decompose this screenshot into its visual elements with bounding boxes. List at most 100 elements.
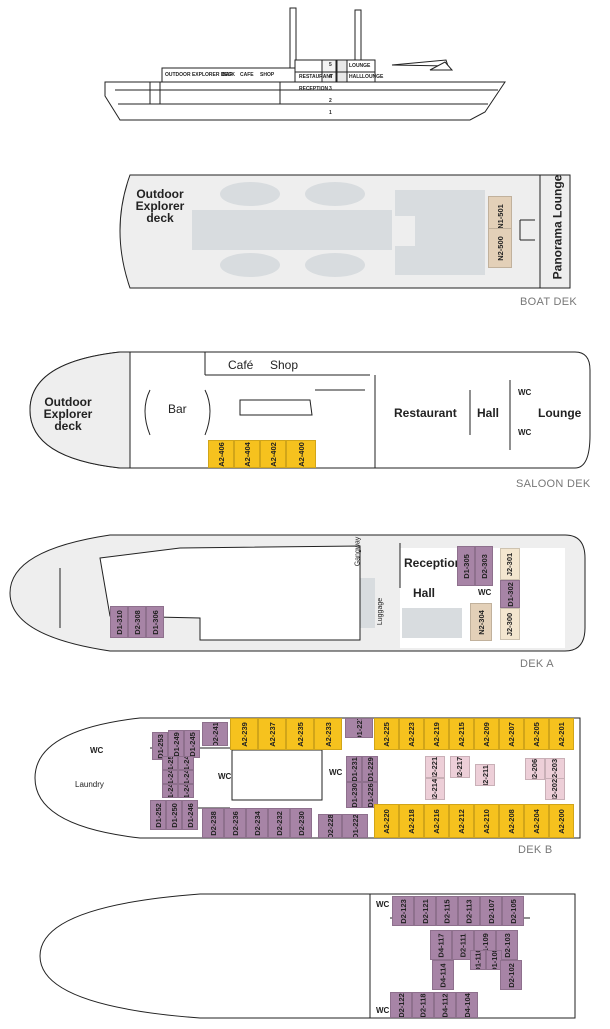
cabin-d1-226[interactable]: D1-226 (362, 782, 378, 808)
cabin-a2-215[interactable]: A2-215 (449, 718, 474, 750)
cabin-d2-118[interactable]: D2-118 (412, 992, 434, 1018)
cabin-d1-302[interactable]: D1-302 (500, 580, 520, 608)
cabin-a2-210[interactable]: A2-210 (474, 804, 499, 838)
cabin-a2-402[interactable]: A2-402 (260, 440, 286, 468)
cabin-a2-400[interactable]: A2-400 (286, 440, 316, 468)
cabin-a2-209[interactable]: A2-209 (474, 718, 499, 750)
cabin-d1-245[interactable]: D1-245 (184, 730, 200, 758)
cabin-d2-234[interactable]: D2-234 (246, 808, 268, 838)
cabin-a2-207[interactable]: A2-207 (499, 718, 524, 750)
cabin-a2-219[interactable]: A2-219 (424, 718, 449, 750)
shop-label: Shop (270, 358, 299, 372)
cabin-i2-202[interactable]: I2-202 (545, 778, 565, 800)
dek-a-wc-label: WC (478, 588, 492, 597)
cabin-d2-102[interactable]: D2-102 (500, 960, 522, 990)
cabin-d1-243[interactable]: D1-243 (162, 784, 178, 798)
dek-a-hall-label: Hall (413, 586, 436, 600)
cabin-d1-222[interactable]: D1-222 (342, 814, 368, 838)
cabin-a2-233[interactable]: A2-233 (314, 718, 342, 750)
cabin-d4-104[interactable]: D4-104 (456, 992, 478, 1018)
cabin-d2-236[interactable]: D2-236 (224, 808, 246, 838)
cabin-d1-230[interactable]: D1-230 (346, 782, 362, 808)
cabin-d2-105[interactable]: D2-105 (502, 896, 524, 926)
cabin-a2-212[interactable]: A2-212 (449, 804, 474, 838)
cabin-d1-306[interactable]: D1-306 (146, 606, 164, 638)
cabin-d1-249[interactable]: D1-249 (168, 730, 184, 758)
cabin-d2-230[interactable]: D2-230 (290, 808, 312, 838)
cabin-d2-232[interactable]: D2-232 (268, 808, 290, 838)
cabin-d1-251[interactable]: D1-251 (162, 756, 178, 770)
cabin-n2-304[interactable]: N2-304 (470, 603, 492, 641)
cabin-i2-206[interactable]: I2-206 (525, 758, 545, 780)
cabin-a2-237[interactable]: A2-237 (258, 718, 286, 750)
cabin-n2-500[interactable]: N2-500 (488, 228, 512, 268)
cabin-d4-112[interactable]: D4-112 (434, 992, 456, 1018)
cabin-d2-121[interactable]: D2-121 (414, 896, 436, 926)
cabin-d2-308[interactable]: D2-308 (128, 606, 146, 638)
profile-label-lounge: LOUNGE (362, 74, 384, 80)
cabin-i2-203[interactable]: I2-203 (545, 758, 565, 780)
cabin-a2-406[interactable]: A2-406 (208, 440, 234, 468)
cabin-d1-244[interactable]: D1-244 (178, 770, 194, 784)
cabin-d1-110[interactable]: D1-110 (470, 950, 486, 970)
cabin-d1-305[interactable]: D1-305 (457, 546, 475, 586)
laundry-label: Laundry (75, 780, 104, 789)
cabin-a2-235[interactable]: A2-235 (286, 718, 314, 750)
cabin-a2-201[interactable]: A2-201 (549, 718, 574, 750)
saloon-dek-caption: SALOON DEK (516, 478, 591, 490)
cabin-d4-117[interactable]: D4-117 (430, 930, 452, 960)
cabin-d2-111[interactable]: D2-111 (452, 930, 474, 960)
cabin-d1-248[interactable]: D1-248 (178, 756, 194, 770)
dek-a-plan (9, 534, 586, 652)
cabin-d2-241[interactable]: D2-241 (202, 722, 228, 746)
cabin-d1-252[interactable]: D1-252 (150, 800, 166, 830)
cabin-a2-218[interactable]: A2-218 (399, 804, 424, 838)
cabin-d1-227[interactable]: D1-227 (345, 718, 373, 738)
saloon-wc-bottom: WC (518, 428, 532, 437)
saloon-dek: Outdoor Explorer deck Bar Café Shop Rest… (0, 340, 610, 495)
cabin-i2-214[interactable]: I2-214 (425, 778, 445, 800)
hall-label: Hall (477, 406, 500, 420)
cabin-d1-310[interactable]: D1-310 (110, 606, 128, 638)
cabin-j2-301[interactable]: J2-301 (500, 548, 520, 580)
profile-label-lounge-top: LOUNGE (349, 63, 371, 69)
cabin-a2-216[interactable]: A2-216 (424, 804, 449, 838)
cabin-i2-217[interactable]: I2-217 (450, 756, 470, 778)
profile-deck-2: 2 (329, 98, 332, 104)
cabin-d2-107[interactable]: D2-107 (480, 896, 502, 926)
dek-b-caption: DEK B (518, 844, 553, 856)
dek-b-wc-laundry: WC (90, 746, 104, 755)
cabin-d2-303[interactable]: D2-303 (475, 546, 493, 586)
cabin-d2-228[interactable]: D2-228 (318, 814, 342, 838)
dek-a-caption: DEK A (520, 658, 554, 670)
cabin-d1-253[interactable]: D1-253 (152, 732, 168, 760)
cabin-i2-221[interactable]: I2-221 (425, 756, 445, 778)
cabin-d1-229[interactable]: D1-229 (362, 756, 378, 782)
cabin-d4-114[interactable]: D4-114 (432, 960, 454, 990)
cabin-d1-247[interactable]: D1-247 (162, 770, 178, 784)
cabin-d1-250[interactable]: D1-250 (166, 800, 182, 830)
profile-label-outdoor: OUTDOOR EXPLORER DECK (165, 72, 236, 78)
cabin-d2-123[interactable]: D2-123 (392, 896, 414, 926)
cabin-d1-246[interactable]: D1-246 (182, 800, 198, 830)
cabin-a2-208[interactable]: A2-208 (499, 804, 524, 838)
cabin-a2-223[interactable]: A2-223 (399, 718, 424, 750)
cabin-a2-204[interactable]: A2-204 (524, 804, 549, 838)
cabin-d1-240[interactable]: D1-240 (178, 784, 194, 798)
cabin-d2-113[interactable]: D2-113 (458, 896, 480, 926)
cabin-a2-404[interactable]: A2-404 (234, 440, 260, 468)
cabin-d2-238[interactable]: D2-238 (202, 808, 224, 838)
cabin-a2-200[interactable]: A2-200 (549, 804, 574, 838)
cabin-i2-211[interactable]: I2-211 (475, 764, 495, 786)
cabin-a2-239[interactable]: A2-239 (230, 718, 258, 750)
cabin-d2-122[interactable]: D2-122 (390, 992, 412, 1018)
cabin-a2-205[interactable]: A2-205 (524, 718, 549, 750)
cabin-a2-225[interactable]: A2-225 (374, 718, 399, 750)
bar-label: Bar (168, 402, 187, 416)
cabin-d2-115[interactable]: D2-115 (436, 896, 458, 926)
cabin-d1-231[interactable]: D1-231 (346, 756, 362, 782)
profile-label-hall: HALL (349, 74, 363, 80)
cabin-a2-220[interactable]: A2-220 (374, 804, 399, 838)
cabin-j2-300[interactable]: J2-300 (500, 608, 520, 640)
gangway-label: Gangway (354, 536, 362, 567)
